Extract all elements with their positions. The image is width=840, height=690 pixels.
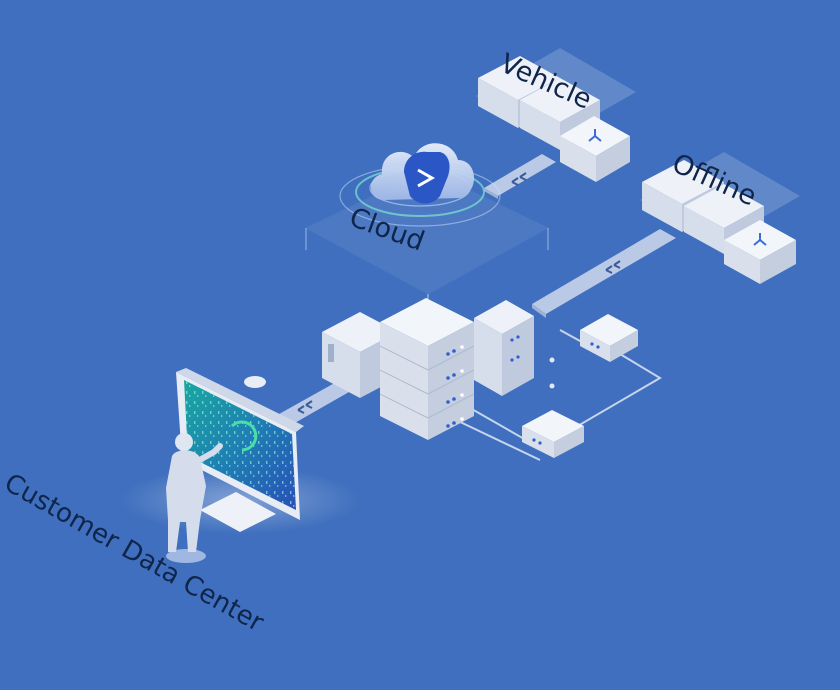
server-rack-right: [474, 300, 534, 396]
vehicle-cluster: [476, 48, 636, 182]
y-node-icon: [753, 233, 767, 246]
vehicle-box-marked: [560, 116, 630, 182]
offline-box-marked: [724, 220, 796, 284]
link-offline-cloud: [532, 229, 676, 318]
y-node-icon: [588, 129, 602, 142]
double-chevron-icon: [297, 400, 313, 414]
cloud-datacenter: [304, 143, 550, 440]
cloud-arrow-icon: [404, 151, 450, 204]
server-rack-center: [379, 298, 475, 440]
cloud-hologram: [339, 143, 501, 227]
double-chevron-icon: [605, 260, 621, 274]
person: [166, 433, 223, 563]
edge-server-lower: [522, 410, 584, 458]
link-vehicle-cloud: [484, 154, 556, 199]
double-chevron-icon: [511, 172, 527, 186]
offline-cluster: [640, 152, 800, 284]
edge-server-upper: [580, 314, 638, 362]
monitor: [176, 368, 304, 532]
customer-workstation: [120, 368, 360, 563]
